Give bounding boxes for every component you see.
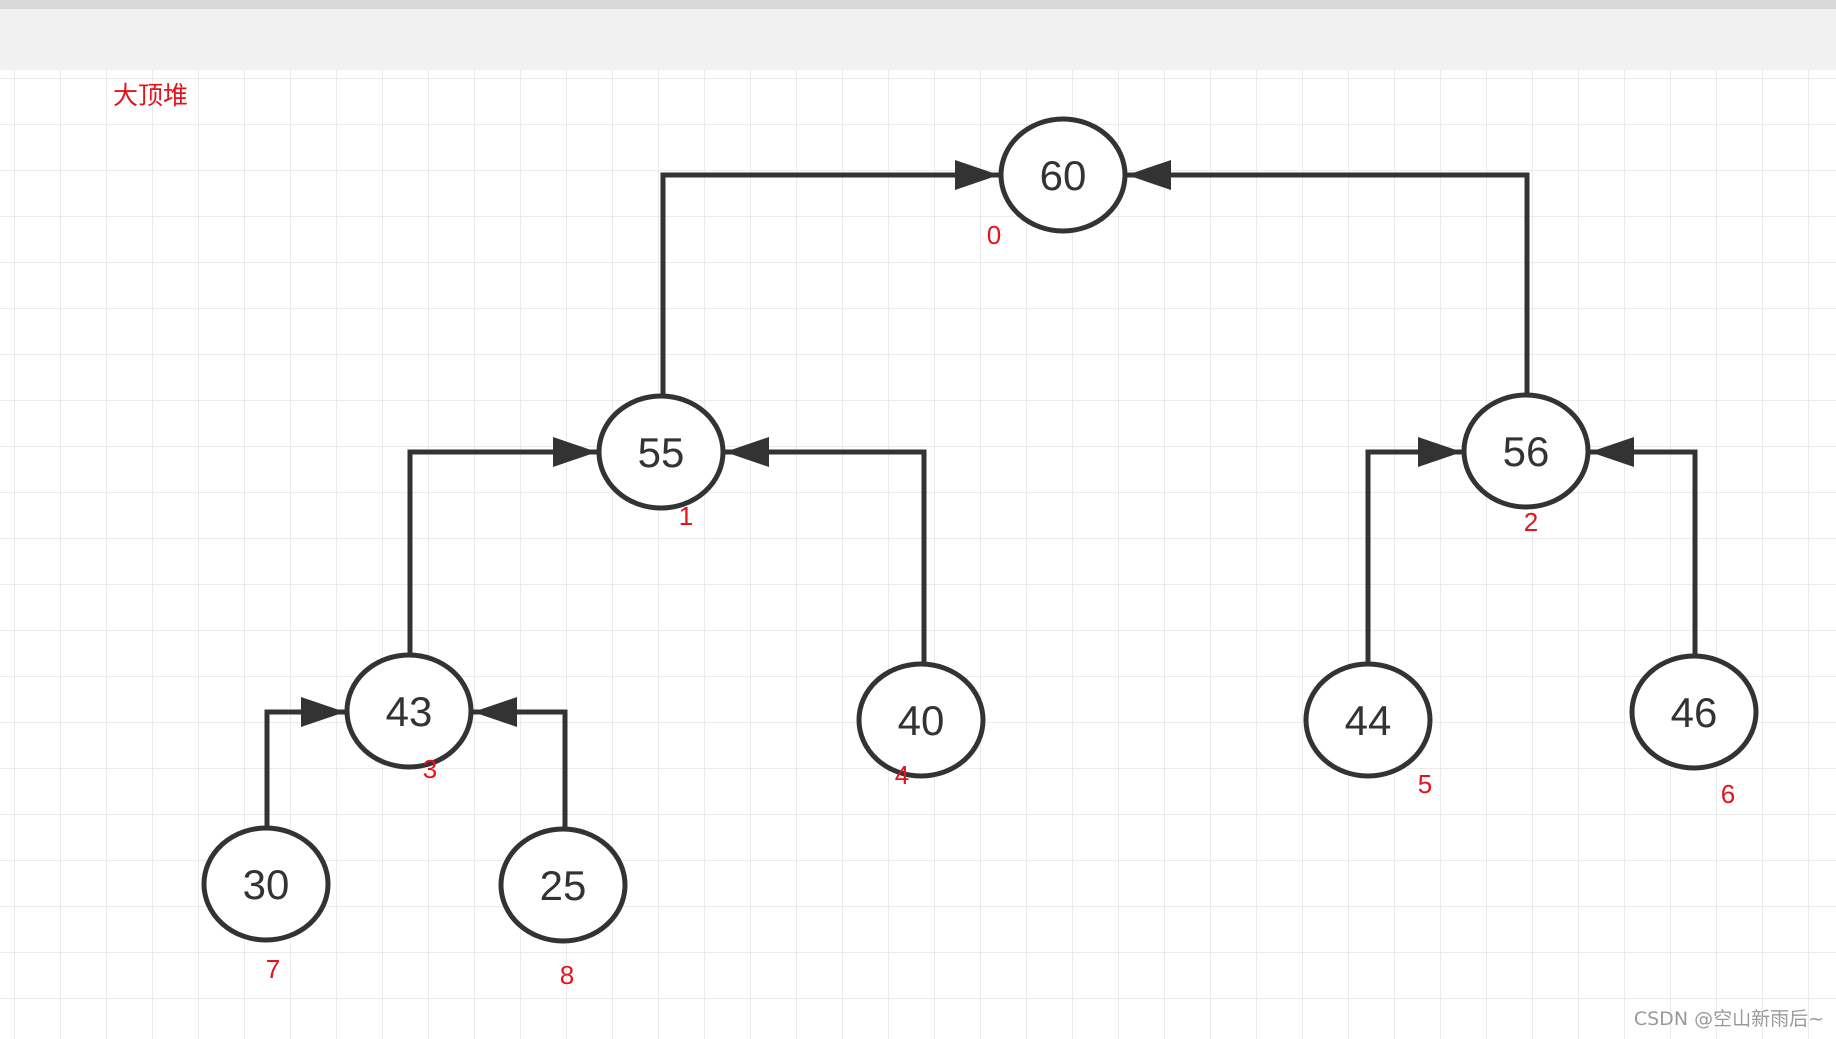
node-value: 25 xyxy=(540,862,587,909)
heap-node-43: 43 3 xyxy=(344,652,474,784)
node-circle xyxy=(998,116,1128,234)
edge-30-to-43 xyxy=(264,697,345,828)
edge-55-to-60 xyxy=(660,160,999,396)
node-value: 44 xyxy=(1345,697,1392,744)
node-value: 56 xyxy=(1503,428,1550,475)
node-index-label: 3 xyxy=(423,754,437,784)
diagram-title: 大顶堆 xyxy=(113,81,189,110)
edge-56-to-60 xyxy=(1127,160,1530,395)
node-circle xyxy=(1629,653,1759,771)
edge-25-to-43 xyxy=(473,697,568,828)
edge-layer xyxy=(264,160,1698,828)
node-index-label: 7 xyxy=(266,954,280,984)
heap-node-60: 60 0 xyxy=(987,116,1128,250)
heap-node-55: 55 1 xyxy=(596,393,726,531)
heap-node-44: 44 5 xyxy=(1303,661,1433,799)
node-index-label: 2 xyxy=(1524,507,1538,537)
edge-43-to-55 xyxy=(407,437,597,655)
node-circle xyxy=(1303,661,1433,779)
node-index-label: 5 xyxy=(1418,769,1432,799)
heap-node-46: 46 6 xyxy=(1629,653,1759,809)
edge-40-to-55 xyxy=(725,437,927,662)
heap-node-25: 25 8 xyxy=(498,826,628,990)
node-value: 30 xyxy=(243,861,290,908)
edge-46-to-56 xyxy=(1590,437,1698,656)
heap-node-30: 30 7 xyxy=(201,825,331,984)
heap-node-40: 40 4 xyxy=(856,661,986,790)
node-value: 60 xyxy=(1040,152,1087,199)
node-index-label: 8 xyxy=(560,960,574,990)
watermark: CSDN @空山新雨后~ xyxy=(1633,1008,1824,1030)
node-circle xyxy=(596,393,726,511)
edge-44-to-56 xyxy=(1365,437,1462,662)
node-circle xyxy=(1461,392,1591,510)
node-circle xyxy=(856,661,986,779)
node-index-label: 1 xyxy=(679,501,693,531)
node-value: 40 xyxy=(898,697,945,744)
heap-node-56: 56 2 xyxy=(1461,392,1591,537)
node-circle xyxy=(201,825,331,943)
node-index-label: 6 xyxy=(1721,779,1735,809)
node-value: 43 xyxy=(386,688,433,735)
top-toolbar xyxy=(0,0,1836,70)
node-value: 55 xyxy=(638,429,685,476)
node-value: 46 xyxy=(1671,689,1718,736)
node-index-label: 4 xyxy=(895,760,909,790)
node-circle xyxy=(344,652,474,770)
node-circle xyxy=(498,826,628,944)
node-index-label: 0 xyxy=(987,220,1001,250)
